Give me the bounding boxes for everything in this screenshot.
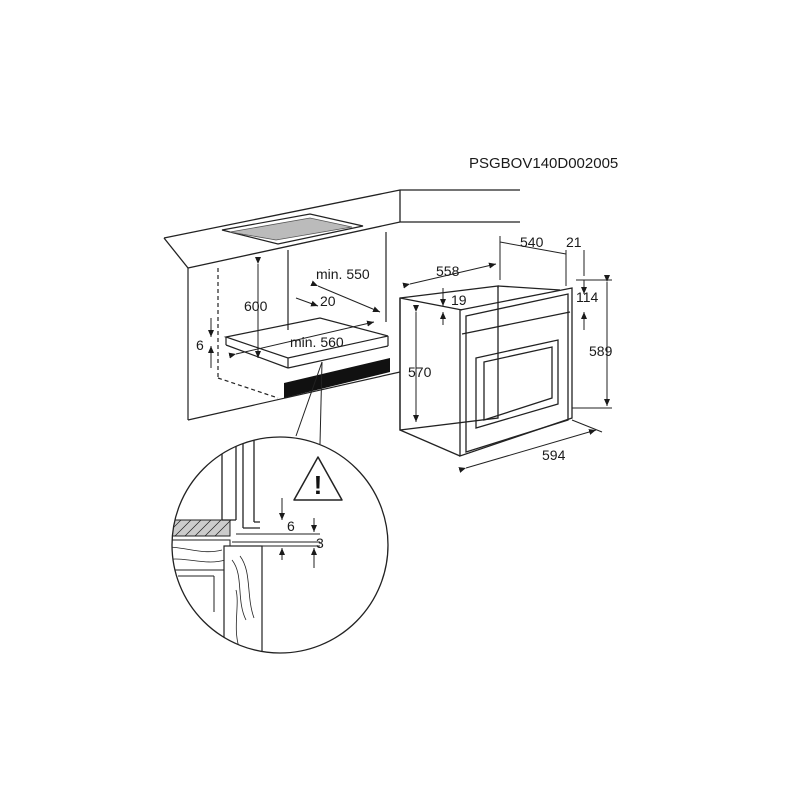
dim-line-oven-depth xyxy=(499,241,567,255)
dim-line-oven-body-width xyxy=(402,262,497,289)
label-back-gap: 20 xyxy=(320,293,336,309)
label-total-height: 589 xyxy=(589,343,613,359)
label-cabinet-depth: min. 550 xyxy=(316,266,370,282)
dim-line-total-width xyxy=(458,429,597,473)
label-panel-top: 19 xyxy=(451,292,467,308)
cabinet-walls xyxy=(187,232,401,421)
product-code: PSGBOV140D002005 xyxy=(469,155,618,172)
label-oven-body-width: 558 xyxy=(436,263,460,279)
detail-leader-left xyxy=(295,361,323,437)
label-detail-gap-bottom: 3 xyxy=(316,535,324,551)
plinth xyxy=(284,358,390,398)
label-oven-depth: 540 xyxy=(520,234,544,250)
cooktop xyxy=(221,213,364,245)
label-cabinet-height: 600 xyxy=(244,298,268,314)
label-control-height: 114 xyxy=(576,289,599,305)
oven-body xyxy=(399,285,573,457)
detail-circle xyxy=(171,436,389,654)
dim-line-back-gap xyxy=(295,297,319,307)
label-front-thickness: 21 xyxy=(566,234,582,250)
label-body-height: 570 xyxy=(408,364,432,380)
label-total-width: 594 xyxy=(542,447,566,463)
detail-leader-right xyxy=(319,361,323,445)
warning-symbol: ! xyxy=(314,470,323,500)
dim-line-cabinet-depth xyxy=(310,280,381,313)
ext-line-total-width xyxy=(571,419,603,433)
label-detail-gap-top: 6 xyxy=(287,518,295,534)
dim-line-cabinet-width xyxy=(228,320,375,359)
label-shelf-offset: 6 xyxy=(196,337,204,353)
detail-view xyxy=(172,440,320,653)
countertop xyxy=(163,189,520,269)
warning-icon: ! xyxy=(293,456,343,501)
label-cabinet-width: min. 560 xyxy=(290,334,344,350)
